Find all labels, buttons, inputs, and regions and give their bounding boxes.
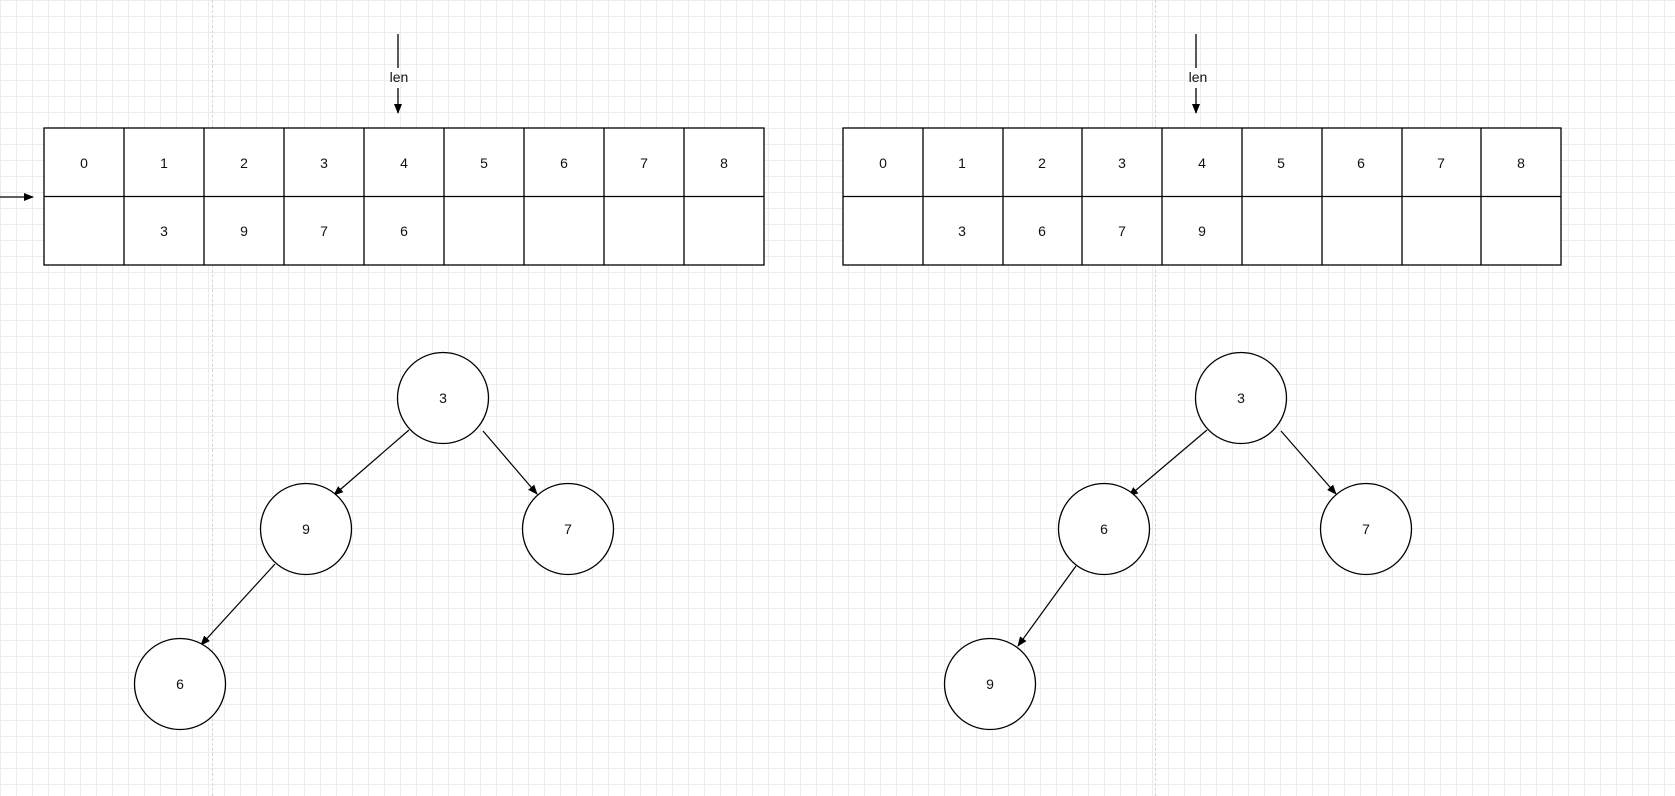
index-cell-8: 8 <box>1517 155 1525 171</box>
tree-edge-root-right <box>1280 430 1337 495</box>
value-cell-2: 9 <box>240 223 248 239</box>
value-cell-1: 3 <box>160 223 168 239</box>
index-cell-4: 4 <box>400 155 408 171</box>
tree-node-left-label: 9 <box>302 521 310 537</box>
index-cell-1: 1 <box>958 155 966 171</box>
tree-node-left-left <box>133 637 227 731</box>
index-cell-7: 7 <box>1437 155 1445 171</box>
tree-node-left <box>1057 482 1151 576</box>
tree-node-left-left-label: 6 <box>176 676 184 692</box>
tree-node-right-label: 7 <box>1362 521 1370 537</box>
index-cell-3: 3 <box>1118 155 1126 171</box>
index-cell-6: 6 <box>560 155 568 171</box>
tree-node-right-label: 7 <box>564 521 572 537</box>
tree-node-right <box>521 482 615 576</box>
index-cell-3: 3 <box>320 155 328 171</box>
tree-node-right <box>1319 482 1413 576</box>
diagram-before: len 0 1 2 3 4 5 6 7 8 3 9 7 <box>43 34 765 266</box>
page-guide-left <box>212 0 213 796</box>
value-cell-4: 9 <box>1198 223 1206 239</box>
tree-node-left-left-label: 9 <box>986 676 994 692</box>
tree-edge-left-left <box>1017 565 1077 647</box>
tree-node-left-left <box>943 637 1037 731</box>
value-cell-2: 6 <box>1038 223 1046 239</box>
page-guide-right <box>1155 0 1156 796</box>
len-pointer-label: len <box>1189 69 1208 85</box>
heap-tree-after: 3 6 7 9 <box>943 351 1413 731</box>
index-cell-5: 5 <box>480 155 488 171</box>
index-cell-0: 0 <box>879 155 887 171</box>
tree-node-left-label: 6 <box>1100 521 1108 537</box>
index-cell-5: 5 <box>1277 155 1285 171</box>
array-grid: 0 1 2 3 4 5 6 7 8 3 6 7 9 <box>842 127 1562 266</box>
tree-edge-root-left <box>1128 429 1208 497</box>
len-pointer: len <box>390 34 409 114</box>
tree-edge-root-right <box>482 430 538 495</box>
index-cell-2: 2 <box>240 155 248 171</box>
tree-node-root <box>396 351 490 445</box>
tree-edge-root-left <box>333 429 410 496</box>
tree-node-root <box>1194 351 1288 445</box>
index-cell-4: 4 <box>1198 155 1206 171</box>
index-cell-0: 0 <box>80 155 88 171</box>
tree-node-root-label: 3 <box>1237 390 1245 406</box>
value-cell-3: 7 <box>320 223 328 239</box>
tree-edge-left-left <box>200 563 276 646</box>
index-cell-2: 2 <box>1038 155 1046 171</box>
diagram-after: len 0 1 2 3 4 5 6 7 8 3 6 7 <box>842 34 1562 266</box>
value-cell-4: 6 <box>400 223 408 239</box>
array-grid: 0 1 2 3 4 5 6 7 8 3 9 7 6 <box>43 127 765 266</box>
value-cell-3: 7 <box>1118 223 1126 239</box>
len-pointer-label: len <box>390 69 409 85</box>
index-cell-1: 1 <box>160 155 168 171</box>
index-cell-6: 6 <box>1357 155 1365 171</box>
heap-tree-before: 3 9 7 6 <box>133 351 615 731</box>
index-cell-7: 7 <box>640 155 648 171</box>
len-pointer: len <box>1189 34 1208 114</box>
tree-node-root-label: 3 <box>439 390 447 406</box>
tree-node-left <box>259 482 353 576</box>
value-cell-1: 3 <box>958 223 966 239</box>
index-cell-8: 8 <box>720 155 728 171</box>
